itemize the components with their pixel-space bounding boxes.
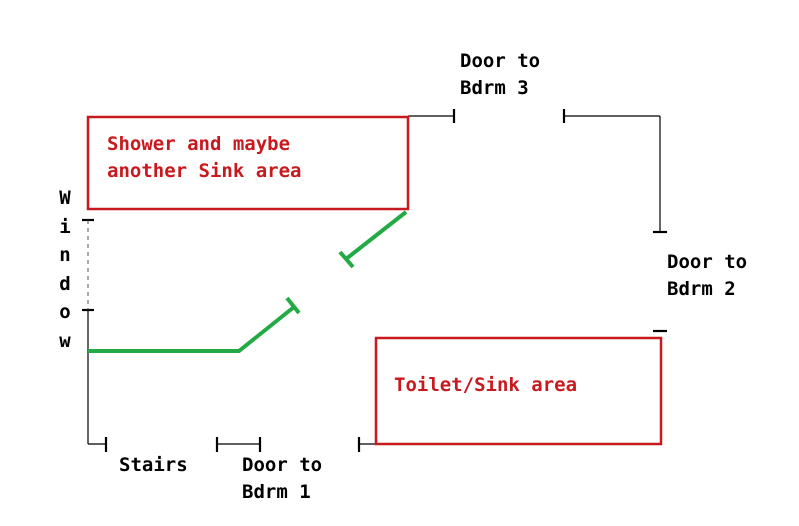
lower-partition-end-tick — [285, 296, 301, 315]
shower-area-box — [86, 115, 410, 211]
window-letter: i — [59, 215, 71, 238]
window-letter: W — [59, 187, 71, 209]
window-letter: n — [59, 244, 71, 266]
door-bdrm3-label: Door to Bdrm 3 — [460, 48, 540, 102]
door-bdrm1-label: Door to Bdrm 1 — [242, 452, 322, 506]
shower-area-label: Shower and maybe another Sink area — [107, 131, 301, 185]
stairs-label: Stairs — [119, 454, 188, 476]
upper-partition — [344, 210, 408, 261]
walls — [87, 115, 661, 445]
toilet-area-label: Toilet/Sink area — [394, 374, 578, 396]
window-letter: w — [59, 329, 71, 352]
door-bdrm2-line-2: Bdrm 2 — [667, 278, 736, 300]
shower-area-line-2: another Sink area — [107, 160, 302, 182]
door-bdrm3-line-2: Bdrm 3 — [460, 77, 529, 99]
window-letter: o — [59, 301, 71, 323]
door-bdrm2-label: Door to Bdrm 2 — [667, 249, 747, 303]
window-letter: d — [59, 272, 71, 295]
upper-partition-end-tick — [338, 250, 355, 269]
door-bdrm1-line-2: Bdrm 1 — [242, 481, 311, 503]
lower-partition — [88, 305, 296, 353]
window-label: W i n d o w — [55, 184, 75, 355]
toilet-area-box — [374, 336, 663, 446]
door-bdrm3-line-1: Door to — [460, 50, 541, 72]
partitions — [88, 210, 408, 353]
door-bdrm2-line-1: Door to — [667, 251, 748, 273]
shower-area-line-1: Shower and maybe — [107, 133, 291, 155]
door-bdrm1-line-1: Door to — [242, 454, 323, 476]
